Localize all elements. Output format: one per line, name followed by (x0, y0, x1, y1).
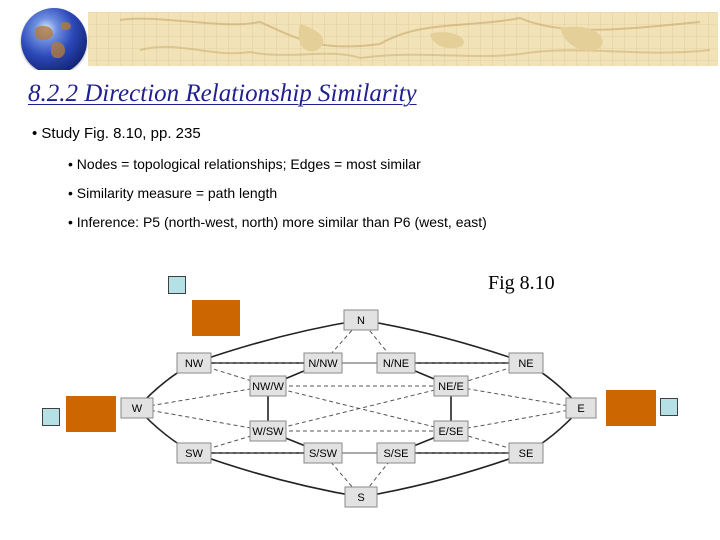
dashed-edge-e-ese (450, 407, 582, 432)
node-label: SW (185, 448, 203, 460)
globe-icon (21, 8, 87, 70)
node-box (344, 486, 378, 508)
subbullet-nodes-edges: • Nodes = topological relationships; Edg… (68, 156, 421, 172)
node-box (343, 309, 379, 331)
node-ne: NE (508, 352, 544, 374)
node-box (433, 375, 469, 397)
node-box (376, 352, 416, 374)
node-box (376, 442, 416, 464)
dashed-edge-e-nee (450, 385, 582, 409)
node-nnw: N/NW (303, 352, 343, 374)
node-w: W (120, 397, 154, 419)
node-nne: N/NE (376, 352, 416, 374)
orange-rectangle-west (66, 396, 116, 432)
node-ssw: S/SW (303, 442, 343, 464)
node-label: NE/E (438, 381, 464, 393)
node-box (249, 375, 287, 397)
orange-rectangle-north-west (192, 300, 240, 336)
solid-edge-nw-n (193, 319, 362, 364)
node-box (433, 420, 469, 442)
decorative-map-banner (0, 0, 720, 70)
node-nww: NW/W (249, 375, 287, 397)
node-wsw: W/SW (249, 420, 287, 442)
dashed-edge-w-nww (136, 385, 269, 409)
node-se: SE (508, 442, 544, 464)
node-n: N (343, 309, 379, 331)
node-label: NW (185, 358, 204, 370)
node-label: N/NE (383, 358, 409, 370)
orange-rectangle-east (606, 390, 656, 426)
node-box (508, 442, 544, 464)
node-e: E (565, 397, 597, 419)
node-label: W (132, 403, 143, 415)
dashed-edge-wsw-nee (267, 385, 452, 432)
subbullet-inference: • Inference: P5 (north-west, north) more… (68, 214, 487, 230)
node-box (176, 352, 212, 374)
solid-edge-n-ne (360, 319, 527, 364)
node-label: S/SW (309, 448, 338, 460)
node-box (303, 442, 343, 464)
dashed-edge-w-wsw (136, 407, 269, 432)
node-ese: E/SE (433, 420, 469, 442)
world-map-background (88, 12, 718, 66)
node-label: S/SE (383, 448, 408, 460)
node-box (508, 352, 544, 374)
node-sw: SW (176, 442, 212, 464)
node-label: E/SE (438, 426, 463, 438)
node-label: SE (519, 448, 534, 460)
node-label: N/NW (308, 358, 338, 370)
solid-edge-s-se (360, 452, 527, 498)
node-box (120, 397, 154, 419)
node-label: S (357, 492, 364, 504)
slide-title: 8.2.2 Direction Relationship Similarity (28, 80, 417, 107)
node-label: NE (518, 358, 533, 370)
node-box (176, 442, 212, 464)
node-label: E (577, 403, 584, 415)
node-nw: NW (176, 352, 212, 374)
node-label: N (357, 315, 365, 327)
node-box (249, 420, 287, 442)
light-blue-square-left (42, 408, 60, 426)
bullet-study-fig: • Study Fig. 8.10, pp. 235 (32, 125, 201, 142)
light-blue-square-top (168, 276, 186, 294)
node-box (303, 352, 343, 374)
figure-caption: Fig 8.10 (488, 272, 555, 294)
subbullet-similarity-measure: • Similarity measure = path length (68, 185, 278, 201)
node-label: W/SW (252, 426, 284, 438)
node-s: S (344, 486, 378, 508)
solid-edge-sw-s (193, 452, 362, 498)
node-sse: S/SE (376, 442, 416, 464)
node-box (565, 397, 597, 419)
node-label: NW/W (252, 381, 284, 393)
light-blue-square-right (660, 398, 678, 416)
node-nee: NE/E (433, 375, 469, 397)
